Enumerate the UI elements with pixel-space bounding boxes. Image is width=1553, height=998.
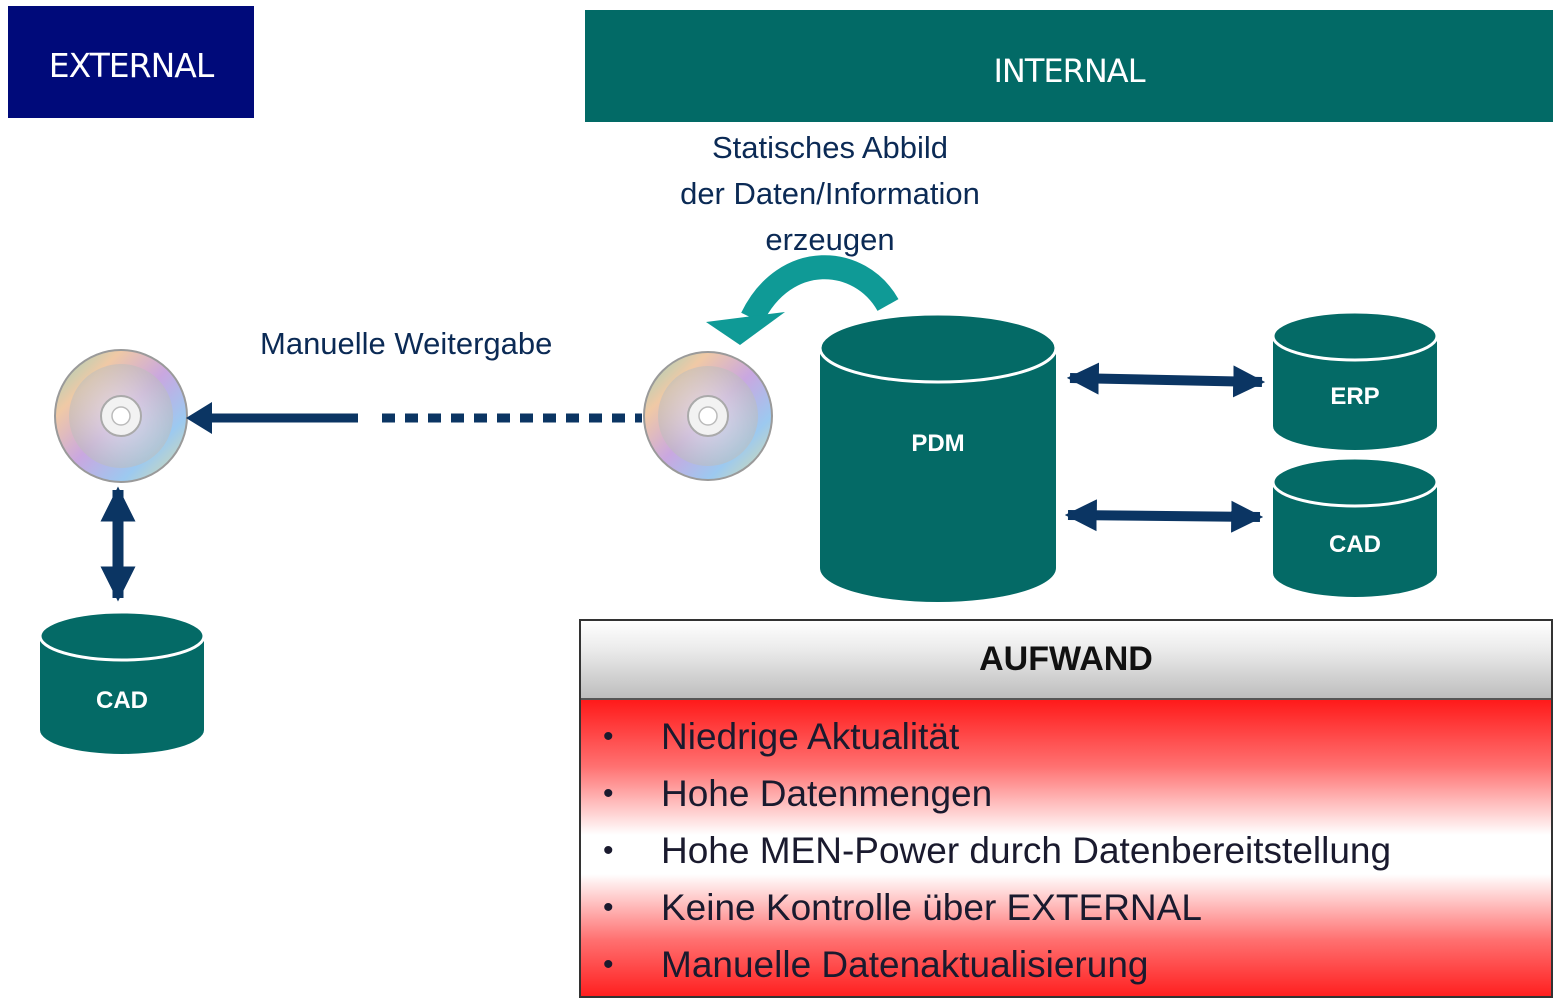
effort-item-text: Hohe MEN-Power durch Datenbereitstellung — [661, 830, 1392, 871]
effort-item-text: Keine Kontrolle über EXTERNAL — [661, 887, 1202, 928]
effort-item: • Hohe Datenmengen — [581, 765, 1551, 822]
bullet-icon: • — [603, 720, 614, 753]
effort-list: • Niedrige Aktualität • Hohe Datenmengen •… — [581, 708, 1551, 993]
bullet-icon: • — [603, 834, 614, 867]
pdm-database: PDM — [818, 312, 1058, 602]
internal-header: INTERNAL — [585, 10, 1553, 122]
effort-item: • Keine Kontrolle über EXTERNAL — [581, 879, 1551, 936]
effort-item-text: Niedrige Aktualität — [661, 716, 960, 757]
cad-internal-database: CAD — [1271, 456, 1439, 597]
curved-arrow-icon — [706, 255, 899, 345]
external-header: EXTERNAL — [8, 6, 254, 118]
pdm-label: PDM — [911, 430, 964, 457]
external-header-label: EXTERNAL — [48, 46, 214, 85]
bullet-icon: • — [603, 891, 614, 924]
cad-external-label: CAD — [96, 687, 148, 714]
effort-panel-title: AUFWAND — [581, 621, 1551, 700]
cad-external-database: CAD — [38, 610, 206, 754]
static-image-caption: Statisches Abbild der Daten/Information … — [620, 125, 1040, 263]
erp-label: ERP — [1330, 383, 1379, 410]
manual-transfer-label: Manuelle Weitergabe — [260, 326, 553, 361]
cad-internal-label: CAD — [1329, 531, 1381, 558]
effort-item-text: Manuelle Datenaktualisierung — [661, 944, 1149, 985]
effort-item: • Manuelle Datenaktualisierung — [581, 936, 1551, 993]
caption-line-3: erzeugen — [765, 222, 895, 257]
erp-database: ERP — [1271, 310, 1439, 450]
caption-line-1: Statisches Abbild — [711, 130, 949, 165]
cd-disc-icon-internal — [643, 351, 773, 481]
effort-item-text: Hohe Datenmengen — [661, 773, 993, 814]
effort-item: • Niedrige Aktualität — [581, 708, 1551, 765]
effort-panel: AUFWAND • Niedrige Aktualität • Hohe Daten… — [579, 619, 1553, 998]
cd-disc-icon-external — [54, 349, 188, 483]
internal-header-label: INTERNAL — [993, 52, 1145, 90]
pdm-cad-double-arrow — [1064, 499, 1264, 533]
effort-item: • Hohe MEN-Power durch Datenbereitstellun… — [581, 822, 1551, 879]
manual-transfer-arrow — [186, 402, 642, 434]
pdm-erp-double-arrow — [1066, 362, 1266, 398]
bullet-icon: • — [603, 777, 614, 810]
caption-line-2: der Daten/Information — [680, 176, 980, 211]
effort-panel-body: • Niedrige Aktualität • Hohe Datenmengen •… — [581, 700, 1551, 996]
bullet-icon: • — [603, 948, 614, 981]
